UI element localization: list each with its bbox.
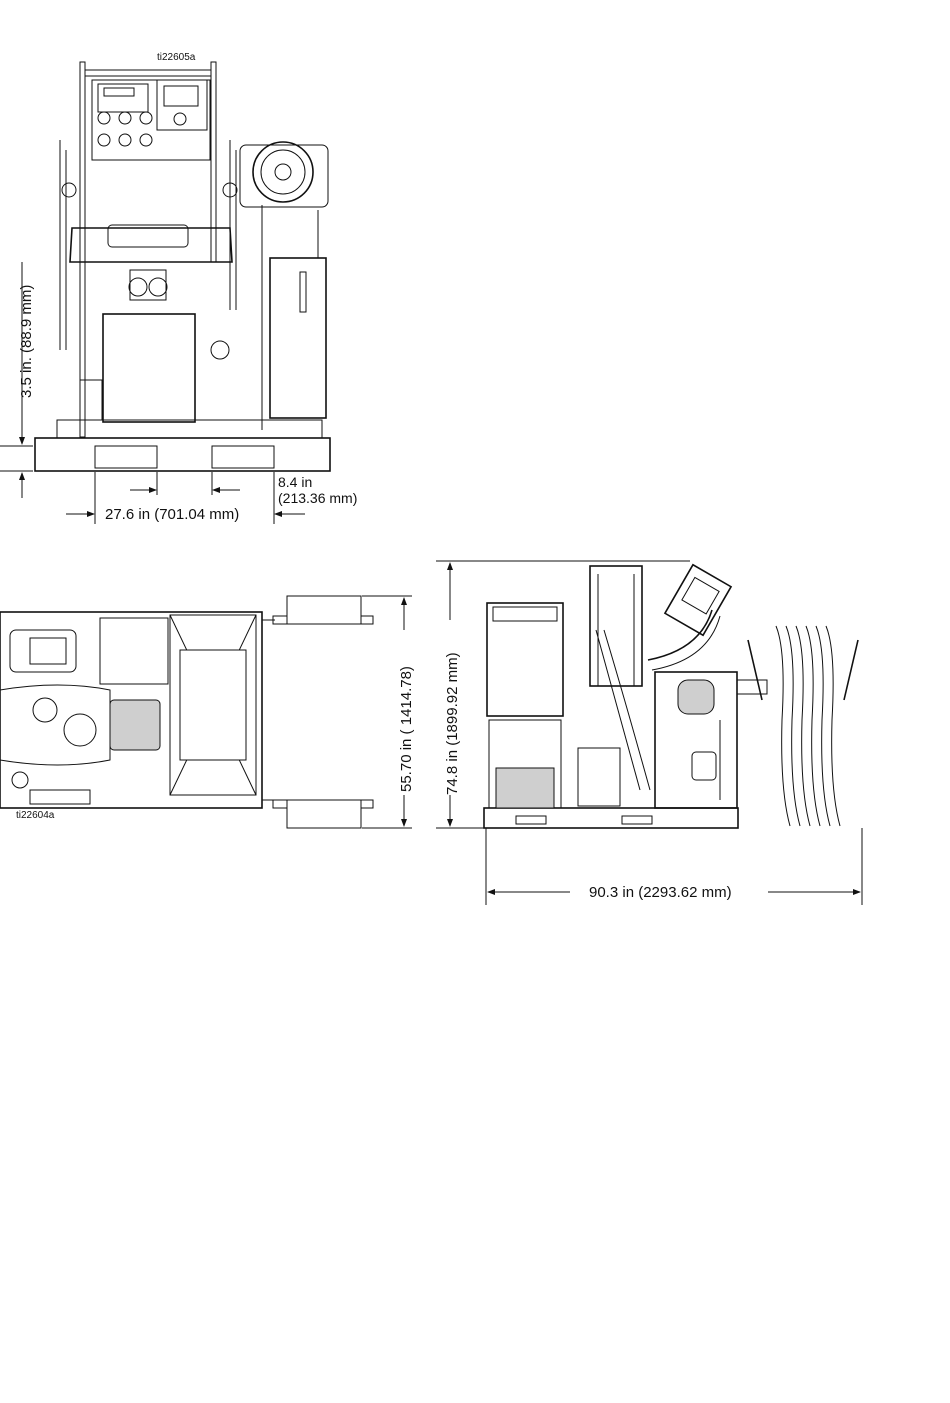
electrical-enclosure: [270, 258, 326, 418]
side-tank: [487, 603, 563, 716]
side-hose-reel: [748, 626, 858, 826]
gauge-knob-icon: [119, 112, 131, 124]
front-offset-label-line2: (213.36 mm): [278, 490, 357, 506]
side-height-label: 74.8 in (1899.92 mm): [444, 652, 461, 795]
top-depth-label: 55.70 in ( 1414.78): [398, 666, 415, 792]
heater-tank: [70, 228, 232, 262]
front-height-label: 3.5 in. (88.9 mm): [18, 285, 35, 398]
gauge-knob-icon: [98, 112, 110, 124]
front-height-dimension: 3.5 in. (88.9 mm): [0, 262, 35, 498]
lift-tube-bottom: [287, 800, 361, 828]
front-width-dimension: 27.6 in (701.04 mm) 8.4 in (213.36 mm): [66, 472, 357, 524]
hose-reel-arm: [737, 680, 767, 694]
gauge-knob-icon: [140, 134, 152, 146]
front-view: ti22605a: [0, 52, 357, 524]
top-view: ti22604a 55.70 in ( 1414.78): [0, 596, 415, 828]
base-skid: [35, 438, 330, 471]
top-view-figure-id: ti22604a: [16, 810, 55, 821]
side-control-box: [665, 565, 731, 635]
hose-reel: [253, 142, 313, 202]
gauge-knob-icon: [98, 134, 110, 146]
top-depth-dimension: 55.70 in ( 1414.78): [362, 596, 415, 828]
motor-box: [103, 314, 195, 422]
top-pump-block: [110, 700, 160, 750]
side-view: 74.8 in (1899.92 mm) 90.3 in (2293.62 mm…: [436, 561, 862, 905]
forklift-pocket-left: [95, 446, 157, 468]
front-offset-label-line1: 8.4 in: [278, 474, 312, 490]
display-screen: [164, 86, 198, 106]
pressure-gauge-icon: [149, 278, 167, 296]
lift-tube-top: [287, 596, 361, 624]
front-width-label: 27.6 in (701.04 mm): [105, 506, 239, 523]
side-pump: [578, 748, 620, 806]
frame-right-post: [211, 62, 216, 262]
frame-left-post: [80, 62, 85, 437]
side-length-dimension: 90.3 in (2293.62 mm): [486, 828, 862, 905]
top-tank: [100, 618, 168, 684]
gauge-knob-icon: [140, 112, 152, 124]
front-view-figure-id: ti22605a: [157, 52, 196, 63]
forklift-pocket-right: [212, 446, 274, 468]
side-length-label: 90.3 in (2293.62 mm): [589, 884, 732, 901]
gauge-knob-icon: [119, 134, 131, 146]
side-base-skid: [484, 808, 738, 828]
pressure-gauge-icon: [129, 278, 147, 296]
